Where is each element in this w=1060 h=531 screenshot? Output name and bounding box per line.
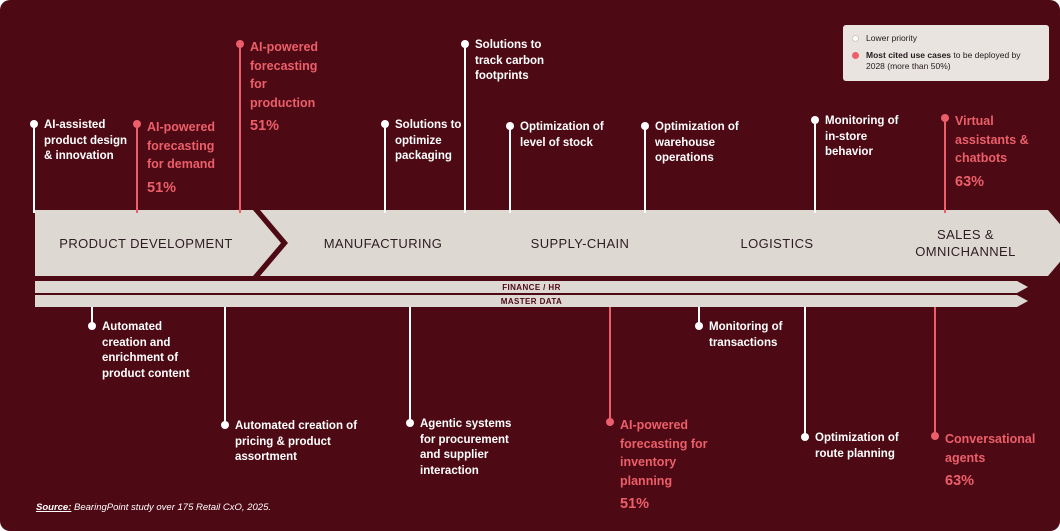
callout-percentage: 63% [945, 473, 975, 489]
legend-most-label: Most cited use cases to be deployed by 2… [866, 50, 1040, 72]
marker-dot [133, 120, 141, 128]
callout-label: AI-powered forecasting for demand [147, 120, 216, 171]
marker-dot [381, 120, 389, 128]
callout-percentage: 51% [250, 118, 280, 134]
marker-stem [136, 126, 138, 213]
stage-logistics: LOGISTICS [654, 210, 896, 276]
callout-in-store-behavior: Monitoring of in-store behavior [811, 114, 899, 213]
callout-virtual-assistants-chatbots: Virtual assistants & chatbots 63% [941, 112, 1029, 213]
marker-stem [944, 120, 946, 213]
callout-agentic-systems-procurement: Agentic systems for procurement and supp… [406, 307, 512, 479]
callout-forecasting-inventory-planning: AI-powered forecasting for inventory pla… [606, 307, 708, 512]
callout-label: Virtual assistants & chatbots [955, 114, 1029, 165]
callout-label: AI-assisted product design & innovation [44, 119, 128, 162]
marker-dot [695, 322, 703, 330]
marker-dot [506, 122, 514, 130]
callout-label: Optimization of warehouse operations [655, 121, 739, 164]
marker-stem [698, 307, 700, 326]
stage-product-development: PRODUCT DEVELOPMENT [35, 210, 281, 276]
marker-dot [88, 322, 96, 330]
callout-optimize-packaging: Solutions to optimize packaging [381, 118, 462, 213]
callout-label: Agentic systems for procurement and supp… [420, 418, 512, 477]
callout-product-content-enrichment: Automated creation and enrichment of pro… [88, 307, 190, 382]
legend: Lower priority Most cited use cases to b… [843, 25, 1049, 81]
callout-pricing-product-assortment: Automated creation of pricing & product … [221, 307, 358, 466]
source-note: Source: BearingPoint study over 175 Reta… [36, 502, 271, 513]
marker-dot [236, 40, 244, 48]
marker-dot [801, 433, 809, 441]
marker-stem [91, 307, 93, 326]
source-prefix: Source: [36, 502, 72, 513]
marker-stem [609, 307, 611, 422]
stage-sales-omnichannel: SALES & OMNICHANNEL [851, 210, 1060, 276]
marker-dot [941, 114, 949, 122]
marker-dot [30, 120, 38, 128]
bar-finance-hr: FINANCE / HR [35, 281, 1028, 293]
marker-dot [461, 40, 469, 48]
stage-supply-chain: SUPPLY-CHAIN [457, 210, 699, 276]
marker-stem [464, 46, 466, 213]
callout-forecasting-for-demand: AI-powered forecasting for demand 51% [133, 118, 216, 213]
marker-stem [509, 128, 511, 213]
marker-stem [33, 126, 35, 213]
marker-stem [814, 122, 816, 213]
callout-label: AI-powered forecasting for inventory pla… [620, 418, 708, 488]
callout-percentage: 63% [955, 173, 985, 190]
marker-dot [406, 419, 414, 427]
callout-track-carbon-footprints: Solutions to track carbon footprints [461, 38, 545, 213]
callout-label: Optimization of level of stock [520, 121, 604, 149]
marker-stem [804, 307, 806, 437]
marker-stem [934, 307, 936, 436]
callout-percentage: 51% [147, 179, 177, 196]
callout-label: Monitoring of in-store behavior [825, 115, 899, 158]
callout-label: Conversational agents [945, 432, 1036, 465]
callout-label: Automated creation of pricing & product … [235, 420, 358, 463]
marker-dot [931, 432, 939, 440]
callout-label: Solutions to optimize packaging [395, 119, 462, 162]
callout-label: Monitoring of transactions [709, 321, 783, 349]
marker-dot [641, 122, 649, 130]
stage-manufacturing: MANUFACTURING [260, 210, 502, 276]
callout-route-planning: Optimization of route planning [801, 307, 899, 462]
callout-ai-assisted-product-design: AI-assisted product design & innovation [30, 118, 128, 213]
legend-row-lower-priority: Lower priority [852, 33, 1040, 44]
white-dot-icon [852, 35, 859, 42]
callout-label: AI-powered forecasting for production [250, 40, 319, 110]
marker-stem [409, 307, 411, 423]
callout-label: Automated creation and enrichment of pro… [102, 321, 190, 380]
callout-label: Optimization of route planning [815, 432, 899, 460]
callout-conversational-agents: Conversational agents 63% [931, 307, 1036, 489]
legend-lower-label: Lower priority [866, 33, 918, 43]
marker-stem [644, 128, 646, 213]
marker-stem [384, 126, 386, 213]
callout-label: Solutions to track carbon footprints [475, 39, 545, 82]
legend-most-label-bold: Most cited use cases [866, 50, 952, 60]
pink-dot-icon [852, 52, 859, 59]
legend-most-label-rest: to be deployed by 2028 (more than 50%) [866, 50, 1021, 71]
callout-level-of-stock: Optimization of level of stock [506, 120, 604, 213]
source-text: BearingPoint study over 175 Retail CxO, … [71, 502, 271, 513]
marker-stem [224, 307, 226, 425]
bar-master-data: MASTER DATA [35, 295, 1028, 307]
marker-dot [606, 418, 614, 426]
marker-stem [239, 46, 241, 213]
callout-forecasting-for-production: AI-powered forecasting for production 51… [236, 38, 319, 213]
callout-percentage: 51% [620, 496, 650, 512]
callout-monitoring-transactions: Monitoring of transactions [695, 307, 783, 351]
marker-dot [811, 116, 819, 124]
marker-dot [221, 421, 229, 429]
legend-row-most-cited: Most cited use cases to be deployed by 2… [852, 50, 1040, 72]
callout-warehouse-operations: Optimization of warehouse operations [641, 120, 739, 213]
